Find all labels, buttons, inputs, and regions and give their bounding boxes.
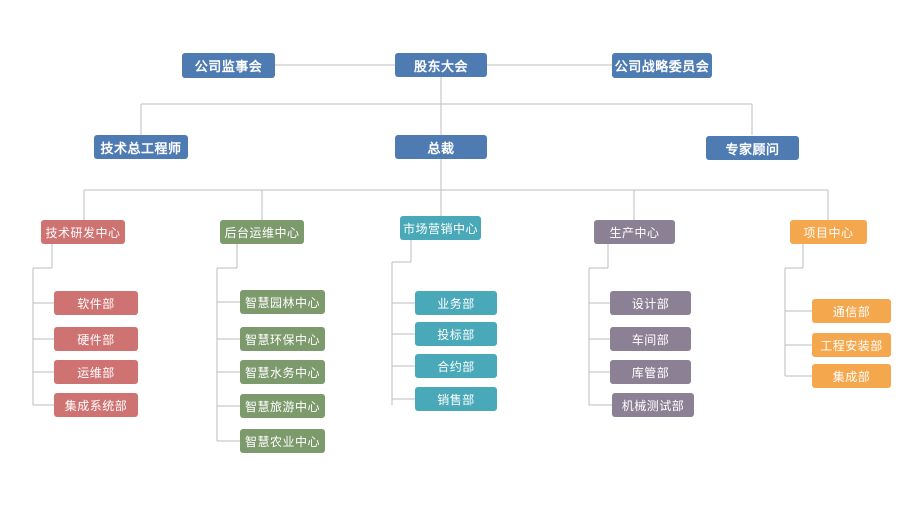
node-dept[interactable]: 车间部: [610, 327, 691, 351]
node-chief-engineer[interactable]: 技术总工程师: [94, 135, 188, 159]
node-dept[interactable]: 设计部: [610, 291, 691, 315]
node-dept[interactable]: 软件部: [54, 291, 138, 315]
node-center-rd[interactable]: 技术研发中心: [41, 220, 125, 244]
node-dept[interactable]: 集成系统部: [54, 393, 138, 417]
node-dept[interactable]: 库管部: [610, 360, 691, 384]
node-center-ops[interactable]: 后台运维中心: [220, 220, 304, 244]
node-dept[interactable]: 合约部: [415, 354, 497, 378]
node-strategy-committee[interactable]: 公司战略委员会: [612, 53, 712, 78]
node-dept[interactable]: 集成部: [812, 364, 891, 388]
node-dept[interactable]: 智慧环保中心: [240, 327, 325, 351]
node-dept[interactable]: 智慧水务中心: [240, 360, 325, 384]
node-dept[interactable]: 运维部: [54, 360, 138, 384]
node-center-marketing[interactable]: 市场营销中心: [400, 216, 481, 240]
node-dept[interactable]: 机械测试部: [612, 393, 694, 417]
node-shareholders-meeting[interactable]: 股东大会: [395, 53, 487, 77]
node-dept[interactable]: 通信部: [812, 299, 891, 323]
node-dept[interactable]: 工程安装部: [812, 333, 891, 357]
node-dept[interactable]: 销售部: [415, 387, 497, 411]
node-ceo[interactable]: 总裁: [395, 135, 487, 159]
node-expert-advisor[interactable]: 专家顾问: [706, 136, 799, 160]
node-center-production[interactable]: 生产中心: [594, 220, 675, 244]
node-dept[interactable]: 智慧旅游中心: [240, 394, 325, 418]
node-dept[interactable]: 硬件部: [54, 327, 138, 351]
node-dept[interactable]: 业务部: [415, 291, 497, 315]
node-dept[interactable]: 智慧园林中心: [240, 290, 325, 314]
node-dept[interactable]: 智慧农业中心: [240, 429, 325, 453]
node-center-project[interactable]: 项目中心: [790, 220, 867, 244]
node-dept[interactable]: 投标部: [415, 322, 497, 346]
node-supervisory-board[interactable]: 公司监事会: [182, 53, 275, 78]
